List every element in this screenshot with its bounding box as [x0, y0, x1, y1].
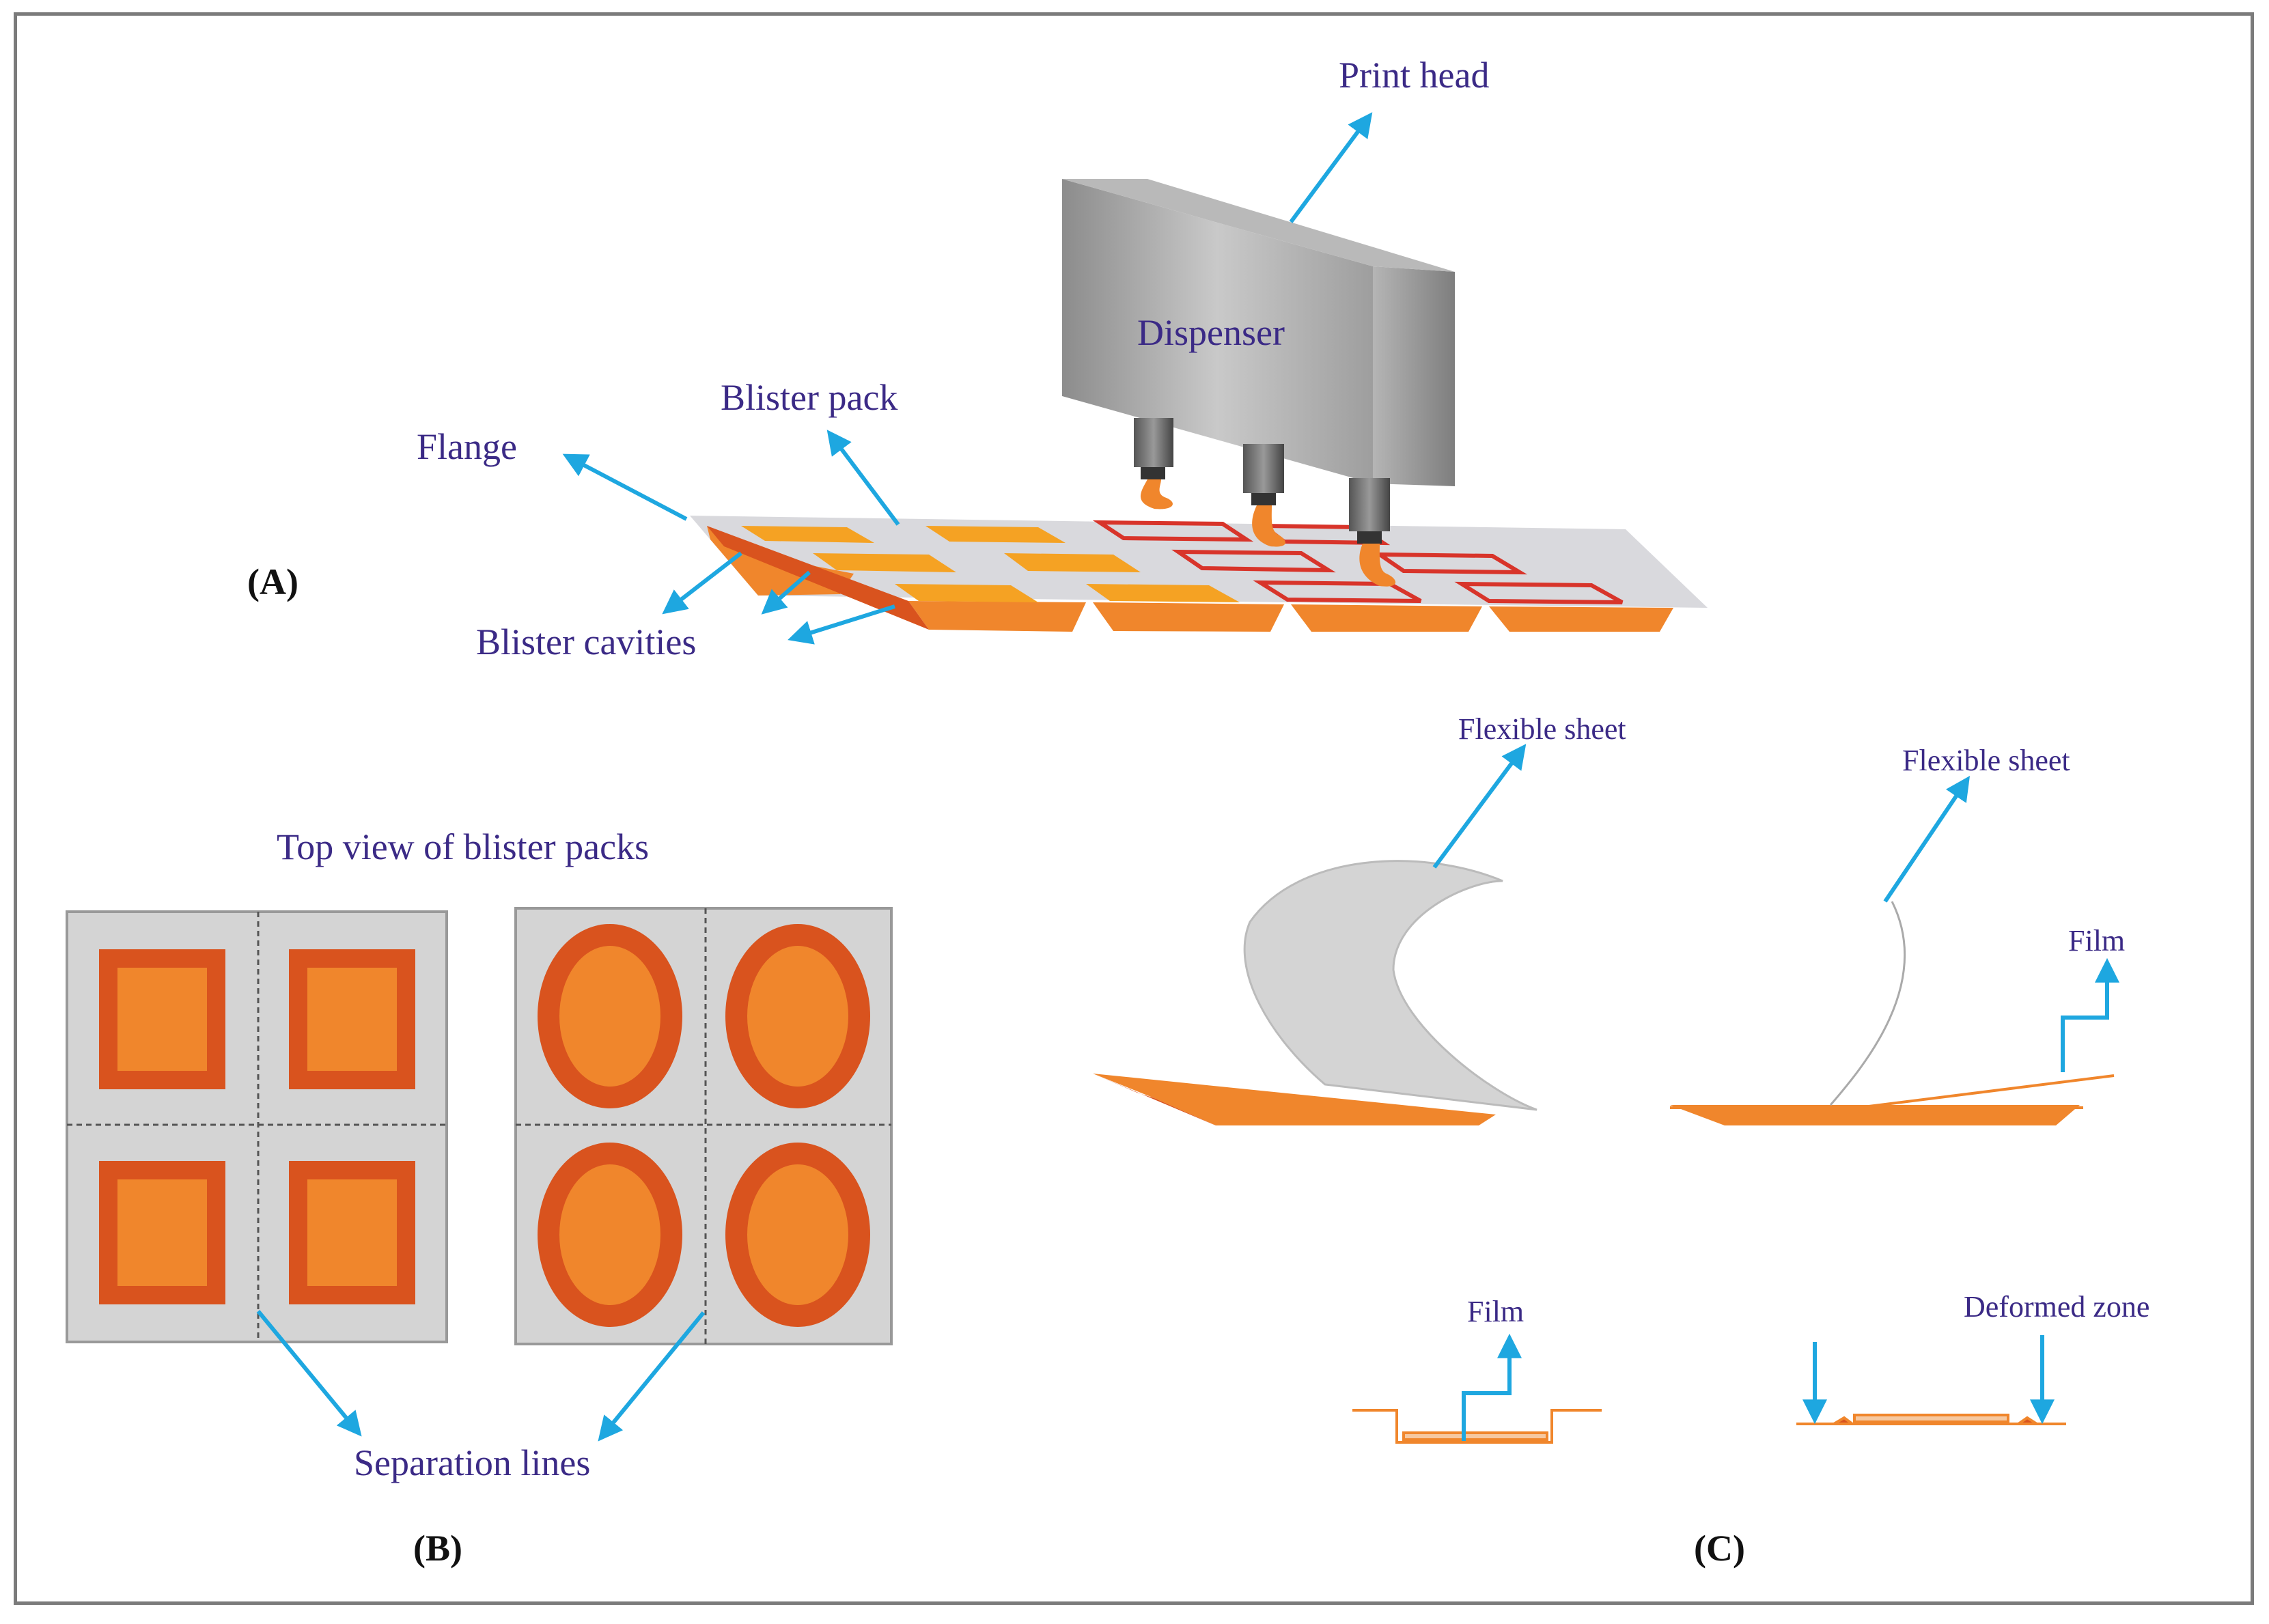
label-print-head: Print head [1339, 55, 1489, 96]
label-flange: Flange [417, 426, 517, 467]
dispenser-side [1373, 266, 1455, 486]
oval-cavities [538, 924, 870, 1327]
label-dispenser: Dispenser [1137, 312, 1285, 353]
dispenser-top [1062, 179, 1455, 272]
blister-base-right [1670, 1105, 2080, 1125]
label-blister-cavities: Blister cavities [476, 621, 696, 662]
blister-cavity-shadows [707, 526, 929, 630]
panel-c: Flexible sheet Flexible sheet Film Film … [1093, 712, 2149, 1569]
separation-line-arrows [256, 1310, 706, 1442]
figure-border [14, 12, 2254, 1605]
empty-cavities [1092, 520, 1624, 604]
cross-section-left [1352, 1409, 1602, 1444]
label-deformed-zone: Deformed zone [1964, 1290, 2149, 1324]
panel-a-arrows [562, 112, 1373, 645]
panel-label-a: (A) [247, 561, 298, 602]
cross-section-right [1796, 1414, 2066, 1425]
dispensed-drops [1141, 479, 1396, 587]
label-film-1: Film [2068, 924, 2125, 957]
label-top-view: Top view of blister packs [277, 826, 649, 867]
nozzles [1134, 418, 1390, 544]
label-film-2: Film [1467, 1295, 1524, 1328]
dispenser-front [1062, 179, 1373, 484]
panel-b: Top view of blister packs [66, 826, 893, 1569]
flexible-sheet-line [1829, 901, 1906, 1106]
blister-base-left [1093, 1074, 1496, 1125]
panel-label-c: (C) [1694, 1528, 1745, 1569]
filled-cavities [741, 526, 1240, 602]
panel-label-b: (B) [413, 1528, 462, 1569]
film-line [1857, 1074, 2115, 1109]
square-cavities [99, 949, 415, 1304]
panel-a: Print head Dispenser Blister pack Flange… [247, 55, 1708, 662]
label-flexible-sheet-1: Flexible sheet [1458, 712, 1626, 746]
flexible-sheet-peeling [1243, 860, 1537, 1111]
label-blister-pack: Blister pack [721, 377, 897, 418]
label-separation-lines: Separation lines [354, 1442, 590, 1483]
label-flexible-sheet-2: Flexible sheet [1902, 744, 2070, 777]
panel-c-arrows [1432, 744, 2119, 1441]
